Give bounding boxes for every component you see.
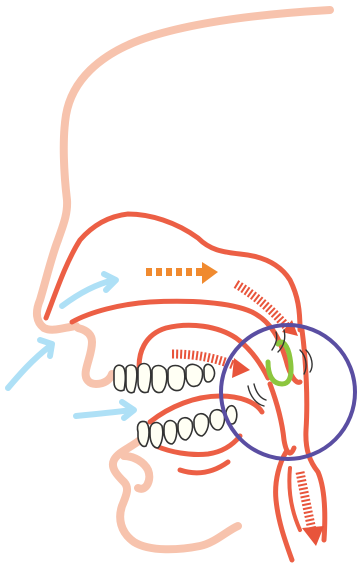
inhalation-arrow-icon xyxy=(8,274,134,418)
nasal-cavity-roof xyxy=(46,214,300,330)
upper-lip xyxy=(78,328,112,384)
head-outline xyxy=(37,10,330,330)
upper-teeth xyxy=(114,364,215,393)
airflow-dashed-arrow-icon xyxy=(146,262,218,284)
lower-teeth xyxy=(137,406,236,448)
epiglottis xyxy=(270,384,294,453)
hyoid xyxy=(180,462,228,473)
